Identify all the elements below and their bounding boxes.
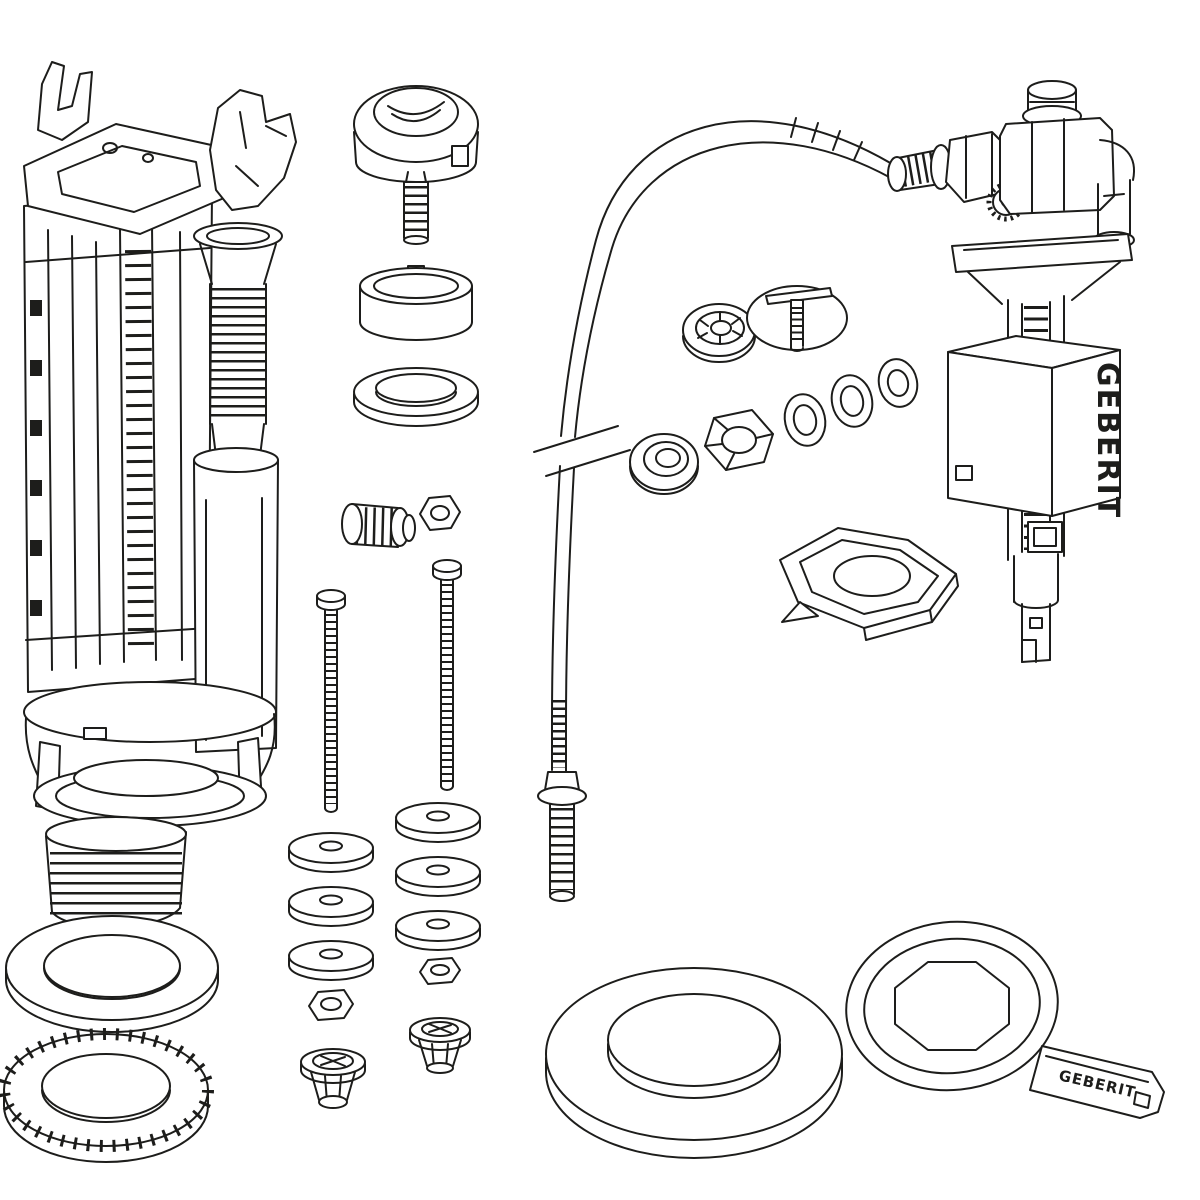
expansion-plug-left [300, 1048, 366, 1109]
fill-valve-assembly: GEBERIT [887, 80, 1135, 663]
wrench-handle [1029, 1045, 1165, 1119]
fill-valve-brand-label: GEBERIT [1090, 362, 1125, 519]
o-ring [783, 393, 827, 447]
hose-flange [537, 786, 587, 806]
hose-threaded-tail [549, 803, 575, 902]
service-wrench: GEBERIT [845, 920, 1165, 1119]
washer [288, 940, 374, 981]
washer [288, 886, 374, 927]
large-hex-nut [704, 409, 774, 471]
t-screw-handle [765, 287, 833, 305]
fixing-screw-right [432, 559, 462, 791]
threaded-nipple [341, 503, 416, 548]
plug-cross-slot [428, 1023, 452, 1034]
left-clip [37, 61, 93, 141]
button-slot [387, 101, 445, 122]
button-seal-ring [353, 367, 479, 427]
braid-tick [811, 122, 819, 143]
stub-braid-texture [899, 151, 939, 187]
flush-valve-assembly [23, 61, 297, 929]
expansion-plug-right [409, 1017, 471, 1074]
right-hook-clip [209, 89, 297, 211]
o-ring [877, 358, 919, 408]
braid-tick [853, 141, 863, 161]
hose-break-marks [533, 425, 631, 477]
hex-nut-left [308, 989, 354, 1021]
plate-washer-t-screw [746, 285, 848, 352]
supply-hose [533, 117, 899, 902]
overflow-tube [193, 222, 283, 457]
inlet-connection [887, 131, 1036, 203]
flush-valve-top-frame [23, 61, 297, 235]
valve-shroud [951, 233, 1133, 305]
washer [395, 802, 481, 843]
plug-cross-slot [320, 1055, 346, 1067]
washer [288, 832, 374, 873]
threaded-outlet [45, 816, 187, 929]
bell-dome [73, 759, 219, 797]
button-dome [373, 87, 459, 137]
bell-housing [23, 681, 277, 827]
button-threaded-stem [403, 181, 429, 245]
wrench-hang-hole [1133, 1091, 1151, 1109]
locknut-rib-texture [0, 1028, 214, 1152]
button-collar [359, 265, 473, 341]
base-gasket-ring [5, 915, 219, 1033]
hex-nut-right [419, 957, 461, 985]
cone-seal [682, 303, 756, 363]
washer-stack-left [288, 832, 374, 981]
washer-stack-right [395, 802, 481, 951]
push-button-actuator [353, 85, 479, 245]
flush-valve-tower [23, 191, 213, 693]
washer [395, 856, 481, 897]
braid-tick [832, 130, 841, 151]
float-box: GEBERIT [947, 335, 1125, 519]
grommet-seal [629, 433, 699, 495]
valve-head-body [999, 117, 1135, 249]
fixing-screw-left [316, 589, 346, 813]
braid-tick [790, 117, 797, 138]
o-ring [830, 374, 874, 428]
wrench-octagon-hole [894, 961, 1010, 1051]
flush-valve-tank [193, 447, 279, 753]
base-locknut [0, 1028, 214, 1163]
mounting-bracket [779, 527, 959, 641]
button-clip [451, 145, 469, 167]
nipple-nut [419, 495, 461, 531]
foam-gasket-ring [545, 967, 843, 1159]
valve-lower-shaft [1013, 521, 1063, 663]
washer [395, 910, 481, 951]
o-rings [783, 358, 919, 447]
